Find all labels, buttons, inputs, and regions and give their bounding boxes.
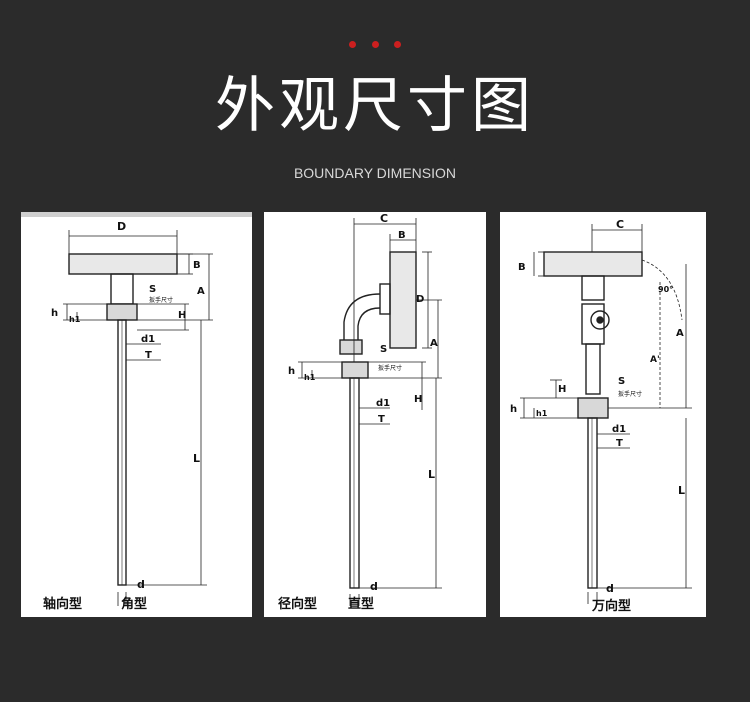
caption-angle: 角型 [121,596,147,612]
label-L: L [428,468,435,481]
label-B: B [193,260,201,271]
red-dot-icon [371,41,379,48]
label-h: h [288,366,295,377]
label-angle: 90° [658,285,673,294]
label-S: S [380,344,387,355]
diagram-panel-radial: C B D A S 扳手尺寸 h h1 H d1 T L d 径向型 直型 [264,212,486,617]
label-spanner-size: 扳手尺寸 [378,364,402,372]
label-D: D [117,220,126,233]
label-T: T [616,438,623,449]
label-D: D [416,294,424,305]
label-A: A [197,286,205,297]
caption-radial: 径向型 [278,596,317,612]
diagram-panel-axial: D B A S 扳手尺寸 h h1 H d1 T L d 轴向型 角型 [21,212,252,617]
red-dot-icon [349,41,357,48]
label-spanner-size: 扳手尺寸 [149,296,173,304]
label-H: H [558,384,566,395]
label-d1: d1 [141,334,155,345]
label-h: h [510,404,517,415]
label-A: A [430,338,438,349]
label-B: B [398,230,406,241]
caption-axial: 轴向型 [43,596,82,612]
label-h1: h1 [69,315,81,324]
label-d: d [606,582,614,595]
label-d1: d1 [612,424,626,435]
axial-thermometer-drawing: D B A S 扳手尺寸 h h1 H d1 T L d 轴向型 角型 [21,212,252,612]
label-S: S [618,376,625,387]
label-d1: d1 [376,398,390,409]
page-title: 外观尺寸图 [215,71,535,141]
label-H: H [178,310,186,321]
label-d: d [137,578,145,591]
label-S: S [149,284,156,295]
label-A: A [676,328,684,339]
label-H: H [414,394,422,405]
label-h1: h1 [304,373,316,382]
diagram-panel-universal: C B 90° A A' H S 扳手尺寸 h h1 d1 T L d 万向型 [500,212,706,617]
label-T: T [378,414,385,425]
label-C: C [616,218,624,231]
label-d: d [370,580,378,593]
universal-thermometer-drawing: C B 90° A A' H S 扳手尺寸 h h1 d1 T L d 万向型 [510,218,692,614]
label-spanner-size: 扳手尺寸 [618,390,642,398]
red-dot-icon [393,41,401,48]
caption-straight: 直型 [348,596,374,612]
label-h: h [51,308,58,319]
radial-thermometer-drawing: C B D A S 扳手尺寸 h h1 H d1 T L d 径向型 直型 [278,212,442,612]
label-T: T [145,350,152,361]
label-L: L [193,452,200,465]
label-L: L [678,484,685,497]
label-C: C [380,212,388,225]
decorative-dots [0,33,750,48]
label-B: B [518,262,526,273]
label-A-prime: A' [650,355,660,365]
label-h1: h1 [536,409,548,418]
page-subtitle: BOUNDARY DIMENSION [293,165,457,181]
caption-universal: 万向型 [591,598,631,614]
